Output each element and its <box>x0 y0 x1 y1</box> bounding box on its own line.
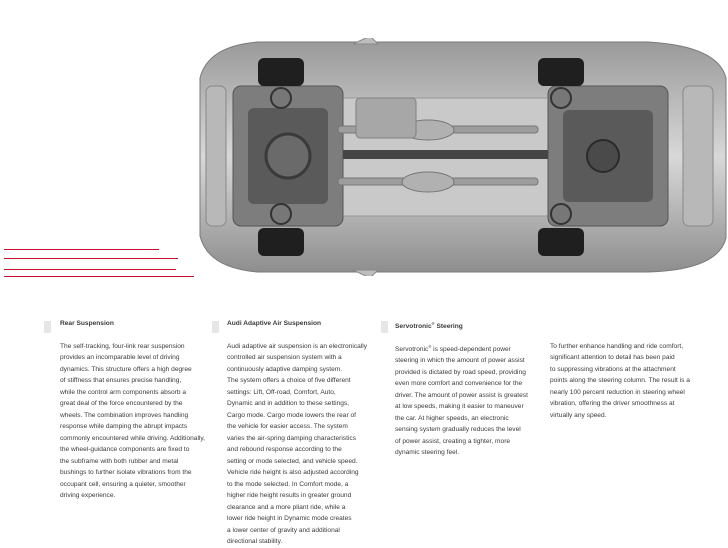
body-line: points along the steering column. The re… <box>550 377 690 384</box>
body-line: provided is dictated by road speed, prov… <box>395 368 526 376</box>
body-line: dynamics. This structure offers a high d… <box>60 365 192 373</box>
body-line: wheels. The combination improves handlin… <box>60 411 189 419</box>
body-line: driving experience. <box>60 492 116 499</box>
body-line: great deal of the force encountered by t… <box>60 400 183 407</box>
accent-rule <box>4 249 159 250</box>
section-heading: Audi Adaptive Air Suspension <box>227 320 322 327</box>
body-line: bushings to further isolate vibrations f… <box>60 469 192 476</box>
body-line: and rebound response according to the <box>227 446 342 453</box>
body-line: to suppressing vibrations at the attachm… <box>550 365 676 373</box>
accent-rule <box>4 269 176 270</box>
body-line: the vehicle for easier access. The syste… <box>227 423 348 430</box>
air-suspension-section: Audi Adaptive Air Suspension Audi adapti… <box>227 318 387 548</box>
body-line: The system offers a choice of five diffe… <box>227 377 351 384</box>
column-marker <box>212 321 219 333</box>
section-heading-spacer <box>550 318 722 330</box>
body-line: response while damping the abrupt impact… <box>60 423 188 430</box>
body-text: is speed-dependent power <box>431 345 511 353</box>
body-line: settings: Lift, Off-road, Comfort, Auto, <box>227 388 336 396</box>
body-line: To further enhance handling and ride com… <box>550 342 684 350</box>
body-line: even more comfort and convenience for th… <box>395 380 523 387</box>
registered-mark: ® <box>431 321 435 326</box>
section-heading: Servotronic® Steering <box>395 318 550 330</box>
body-line: the subframe with both rubber and metal <box>60 457 179 465</box>
vehicle-chassis-illustration <box>178 38 728 276</box>
body-line: of power assist, creating a tighter, mor… <box>395 437 511 445</box>
body-line: lower ride height in Dynamic mode create… <box>227 515 352 522</box>
body-line: varies the air-spring damping characteri… <box>227 434 356 442</box>
body-line: of stiffness that ensures precise handli… <box>60 377 182 384</box>
body-line: setting or mode selected, and vehicle sp… <box>227 457 358 465</box>
body-line: commonly encountered while driving. Addi… <box>60 434 206 442</box>
body-line: steering in which the amount of power as… <box>395 357 525 364</box>
body-line: while the control arm components absorb … <box>60 388 187 396</box>
body-line: Cargo mode. Cargo mode lowers the rear o… <box>227 411 357 419</box>
body-line: virtually any speed. <box>550 411 607 419</box>
body-line: vibration, offering the driver smoothnes… <box>550 400 675 407</box>
servotronic-steering-section: Servotronic® Steering Servotronic® is sp… <box>395 318 550 459</box>
body-line: to the mode selected. In Comfort mode, a <box>227 480 349 488</box>
body-line: a lower center of gravity and additional <box>227 526 340 534</box>
accent-rule <box>4 258 178 259</box>
body-line: driver. The amount of power assist is gr… <box>395 391 528 399</box>
body-line: significant attention to detail has been… <box>550 354 675 361</box>
body-line: controlled air suspension system with a <box>227 354 342 361</box>
body-line: Dynamic and in addition to these setting… <box>227 400 350 407</box>
column-marker <box>44 321 51 333</box>
body-line: dynamic steering feel. <box>395 449 460 456</box>
body-line: clearance and a more pliant ride, while … <box>227 503 346 511</box>
body-line: occupant cell, ensuring a quieter, smoot… <box>60 480 186 488</box>
body-line: at low speeds, making it easier to maneu… <box>395 403 524 410</box>
rear-suspension-section: Rear Suspension The self-tracking, four-… <box>60 318 220 502</box>
heading-text: Steering <box>434 323 463 330</box>
heading-text: Servotronic <box>395 323 432 330</box>
body-line: higher ride height results in greater gr… <box>227 492 352 499</box>
steering-vibration-section: To further enhance handling and ride com… <box>550 318 722 421</box>
registered-mark: ® <box>428 343 432 349</box>
body-line: Servotronic® is speed-dependent power <box>395 341 550 356</box>
accent-rule <box>4 276 194 277</box>
body-line: the wheel-guidance components are fixed … <box>60 446 190 453</box>
body-line: provides an incomparable level of drivin… <box>60 354 180 361</box>
body-text: Servotronic <box>395 345 429 353</box>
body-line: The self-tracking, four-link rear suspen… <box>60 342 185 350</box>
body-line: Audi adaptive air suspension is an elect… <box>227 342 368 350</box>
body-line: Vehicle ride height is also adjusted acc… <box>227 469 359 476</box>
body-line: the car. At higher speeds, an electronic <box>395 414 509 422</box>
section-heading: Rear Suspension <box>60 320 114 327</box>
body-line: continuously adaptive damping system. <box>227 365 343 373</box>
body-line: sensing system gradually reduces the lev… <box>395 426 521 433</box>
body-line: nearly 100 percent reduction in steering… <box>550 388 685 396</box>
column-marker <box>381 321 388 333</box>
